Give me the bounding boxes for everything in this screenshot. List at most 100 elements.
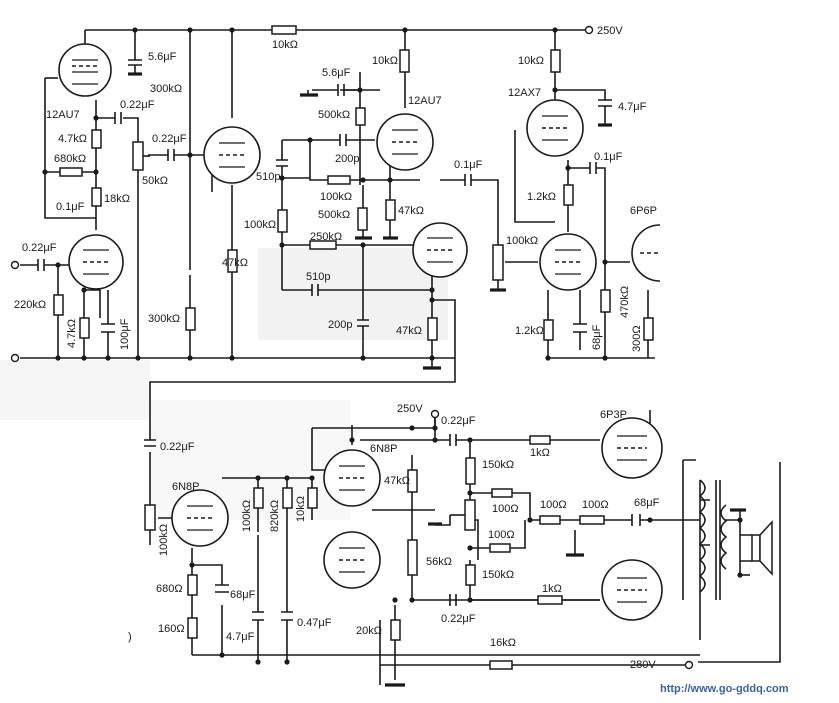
speaker-icon: [740, 520, 773, 576]
top-wiring: [20, 29, 655, 440]
label-s3-c-01: 0.1μF: [594, 151, 623, 163]
label-amp-r-20: 20kΩ: [356, 625, 382, 637]
label-amp-r-10k: 10kΩ: [295, 496, 307, 522]
label-s3-c-68: 68μF: [591, 324, 603, 350]
label-c-top: 5.6μF: [148, 51, 177, 63]
label-s3-r-12a: 1.2kΩ: [527, 191, 556, 203]
tube-6p3p-lower: [601, 559, 663, 621]
junction-dots: [42, 27, 743, 665]
label-s3-r-300: 300Ω: [631, 325, 643, 352]
labels-supply: 250V 250V 280V: [397, 25, 656, 671]
label-s2-r-47b: 47kΩ: [398, 205, 424, 217]
tube-6n8p-lower: [323, 531, 381, 589]
label-amp-r-100a: 100Ω: [492, 503, 519, 515]
label-amp-r-100: 100kΩ: [241, 500, 253, 532]
label-amp-c-68a: 68μF: [230, 589, 256, 601]
tube-6n8p-input: [171, 489, 229, 547]
watermark-url: http://www.go-gddq.com: [660, 683, 789, 695]
label-amp-c-in: 0.22μF: [160, 441, 195, 453]
label-amp-r-150a: 150kΩ: [482, 459, 514, 471]
label-amp-r-160: 160Ω: [158, 623, 185, 635]
paren-mark: ): [128, 631, 132, 643]
label-amp-c-68b: 68μF: [634, 497, 660, 509]
tube-12au7-upper: [58, 43, 112, 97]
label-r-47: 47kΩ: [222, 257, 248, 269]
label-amp-r-1ka: 1kΩ: [530, 447, 550, 459]
label-amp-r-1kb: 1kΩ: [542, 583, 562, 595]
label-amp-r-680: 680Ω: [156, 583, 183, 595]
tube-stage1b: [203, 126, 261, 184]
label-r-a: 4.7kΩ: [58, 133, 87, 145]
label-c-coupling: 0.22μF: [120, 99, 155, 111]
label-amp-r-100b: 100Ω: [488, 529, 515, 541]
labels-stage1: 5.6μF 10kΩ 0.22μF 4.7kΩ 0.22μF 680kΩ 50k…: [14, 39, 298, 350]
labels-amp: 0.22μF 100kΩ 680Ω 68μF 160Ω 4.7μF 100kΩ …: [156, 415, 660, 649]
labels-tubes: 12AU7 12AU7 12AX7 6P6P 6N8P 6N8P 6P3P: [46, 87, 657, 493]
label-tube-12ax7: 12AX7: [508, 87, 541, 99]
label-s2-pot-100: 100kΩ: [506, 235, 538, 247]
label-280v: 280V: [630, 659, 656, 671]
labels-stage3: 10kΩ 4.7μF 0.1μF 1.2kΩ 1.2kΩ 68μF 470kΩ …: [515, 55, 647, 352]
label-amp-c-47: 4.7μF: [226, 631, 255, 643]
label-s2-r-100b: 100kΩ: [244, 219, 276, 231]
label-r-300a: 300kΩ: [150, 83, 182, 95]
potentiometers: [132, 141, 504, 531]
label-s2-c-56: 5.6μF: [322, 67, 351, 79]
label-r-top: 10kΩ: [272, 39, 298, 51]
label-s2-c-200a: 200p: [335, 153, 359, 165]
label-s2-c-510b: 510p: [306, 271, 330, 283]
resistors: [53, 25, 654, 670]
label-s2-c-510a: 510p: [256, 171, 280, 183]
capacitors: [37, 59, 641, 621]
label-s3-r-470: 470kΩ: [619, 286, 631, 318]
label-tube-6n8p-b: 6N8P: [370, 443, 398, 455]
label-amp-r-100c: 100Ω: [540, 499, 567, 511]
scan-shading: [0, 248, 448, 520]
label-c-in: 0.22μF: [22, 242, 57, 254]
label-s3-c-47: 4.7μF: [618, 101, 647, 113]
output-transformer: [682, 459, 728, 600]
label-r-b: 680kΩ: [54, 153, 86, 165]
label-amp-r-47: 47kΩ: [384, 475, 410, 487]
label-amp-r-100d: 100Ω: [582, 499, 609, 511]
label-tube-12au7-b: 12AU7: [408, 95, 442, 107]
tube-6p3p-upper: [601, 417, 663, 479]
label-s2-r-47c: 47kΩ: [396, 325, 422, 337]
label-s2-c-01: 0.1μF: [454, 159, 483, 171]
label-s3-r-12b: 1.2kΩ: [515, 325, 544, 337]
label-tube-12au7-a: 12AU7: [46, 109, 80, 121]
label-tube-6p3p: 6P3P: [600, 409, 627, 421]
tube-stage3b: [539, 233, 597, 291]
tube-6p6p-partial: [631, 224, 661, 282]
label-r-k: 4.7kΩ: [66, 319, 78, 348]
label-r-300b: 300kΩ: [148, 313, 180, 325]
tube-12ax7: [526, 99, 584, 157]
label-250v-mid: 250V: [397, 403, 423, 415]
label-c-k: 100μF: [119, 318, 131, 350]
label-amp-r-820: 820kΩ: [269, 500, 281, 532]
label-250v-top: 250V: [597, 25, 623, 37]
label-s2-r-100a: 100kΩ: [320, 191, 352, 203]
terminals: [10, 25, 694, 670]
tube-12au7-stage2: [376, 113, 434, 171]
labels-stage2: 10kΩ 5.6μF 500kΩ 510p 200p 100kΩ 500kΩ 4…: [244, 55, 538, 337]
label-s2-r-500b: 500kΩ: [318, 209, 350, 221]
label-amp-r-16k: 16kΩ: [490, 637, 516, 649]
label-s2-r-500a: 500kΩ: [318, 109, 350, 121]
label-s3-r-10k: 10kΩ: [518, 55, 544, 67]
label-s2-r-10k: 10kΩ: [372, 55, 398, 67]
label-amp-r-56: 56kΩ: [426, 556, 452, 568]
label-amp-r-150b: 150kΩ: [482, 569, 514, 581]
tube-12au7-lower: [68, 234, 124, 290]
label-amp-pot: 100kΩ: [158, 524, 170, 556]
label-r-grid: 220kΩ: [14, 299, 46, 311]
tube-6n8p-upper: [323, 449, 381, 507]
label-r-c: 18kΩ: [104, 193, 130, 205]
ground-symbols: [128, 65, 746, 687]
label-amp-c-047: 0.47μF: [297, 617, 332, 629]
label-c-c: 0.1μF: [56, 201, 85, 213]
label-tube-6p6p: 6P6P: [630, 205, 657, 217]
label-amp-c-22b: 0.22μF: [441, 613, 476, 625]
label-amp-c-22a: 0.22μF: [441, 415, 476, 427]
